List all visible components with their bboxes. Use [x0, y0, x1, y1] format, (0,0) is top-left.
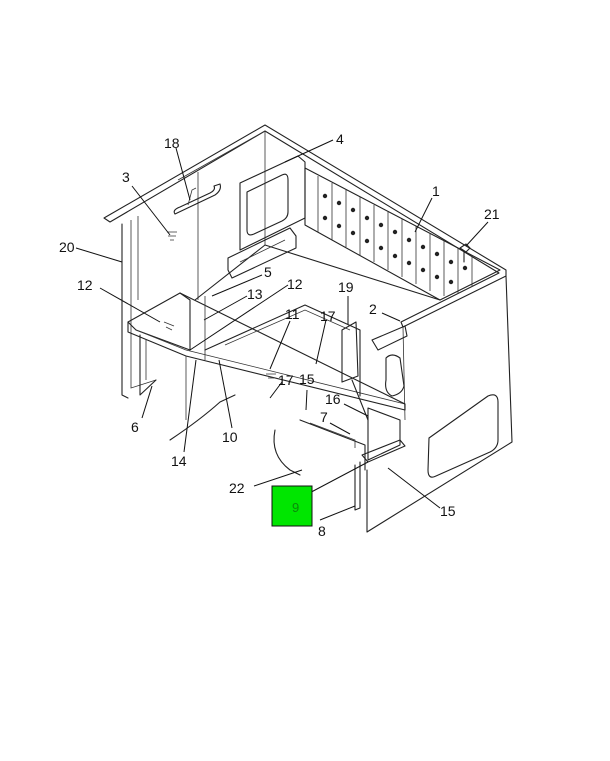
callout-15-lower: 15	[440, 503, 456, 519]
callout-15-upper: 15	[299, 371, 315, 387]
callout-labels: 1 2 3 4 5 6 7 8 9 10 11 12 12 13 14 15 1…	[59, 131, 500, 539]
callout-9: 9	[292, 500, 299, 515]
callout-13: 13	[247, 286, 263, 302]
callout-22: 22	[229, 480, 245, 496]
callout-5: 5	[264, 264, 272, 280]
callout-21: 21	[484, 206, 500, 222]
callout-14: 14	[171, 453, 187, 469]
callout-20: 20	[59, 239, 75, 255]
callout-8: 8	[318, 523, 326, 539]
cab-line-art	[103, 124, 513, 533]
highlight-box	[271, 485, 313, 527]
callout-12-right: 12	[287, 276, 303, 292]
callout-16: 16	[325, 391, 341, 407]
callout-18: 18	[164, 135, 180, 151]
callout-7: 7	[320, 409, 328, 425]
callout-4: 4	[336, 131, 344, 147]
callout-6: 6	[131, 419, 139, 435]
callout-12-left: 12	[77, 277, 93, 293]
callout-3: 3	[122, 169, 130, 185]
callout-2: 2	[369, 301, 377, 317]
callout-17-upper: 17	[320, 308, 336, 324]
leader-lines	[75, 139, 489, 521]
callout-11: 11	[285, 306, 300, 322]
callout-17-lower: 17	[278, 372, 294, 388]
callout-1: 1	[432, 183, 440, 199]
callout-19: 19	[338, 279, 354, 295]
callout-10: 10	[222, 429, 238, 445]
